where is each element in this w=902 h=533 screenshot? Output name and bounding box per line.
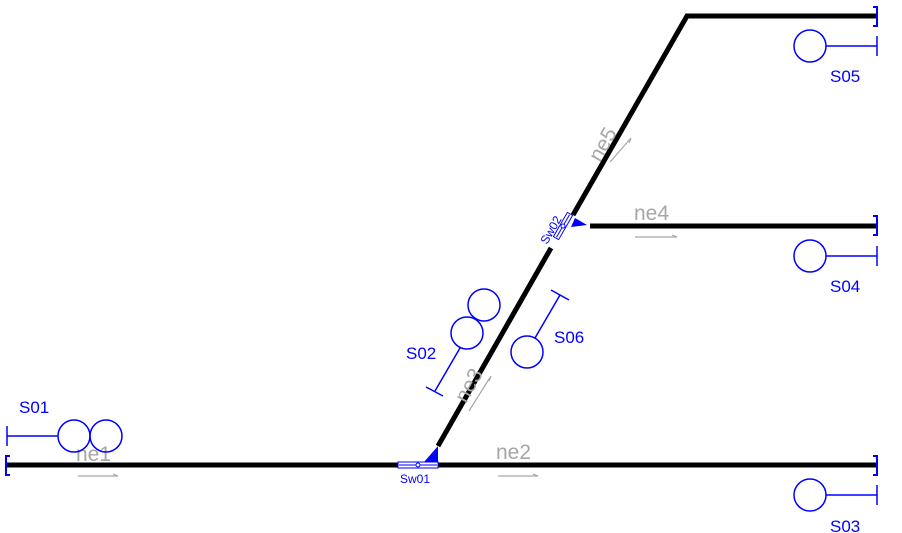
signal-s01[interactable] xyxy=(6,419,123,453)
signal-icon xyxy=(793,29,827,63)
direction-arrow-ne5 xyxy=(609,137,632,163)
signal-icon xyxy=(793,478,827,512)
signal-s06[interactable] xyxy=(510,289,570,369)
direction-arrows xyxy=(78,137,678,477)
switch-sw01-direction-icon xyxy=(424,446,438,462)
switch-sw02-direction-icon xyxy=(571,218,587,227)
signal-icon xyxy=(57,419,91,453)
buffer-left-ne1 xyxy=(5,455,10,476)
signal-icon xyxy=(450,316,484,350)
signal-s02-post xyxy=(434,347,461,392)
direction-arrow-ne3 xyxy=(468,375,492,412)
signal-label-s03: S03 xyxy=(830,517,860,533)
signal-icon xyxy=(793,239,827,273)
switch-sw01-pivot xyxy=(415,462,421,468)
signal-s03[interactable] xyxy=(793,478,878,512)
signal-label-s04: S04 xyxy=(830,277,860,296)
signal-s02-base xyxy=(425,386,444,397)
direction-arrow-ne4 xyxy=(635,234,678,238)
switch-sw01[interactable]: Sw01 xyxy=(397,446,439,486)
signal-label-s02: S02 xyxy=(406,344,436,363)
signal-s06-base xyxy=(550,289,570,301)
signal-label-s06: S06 xyxy=(554,328,584,347)
signal-s02[interactable] xyxy=(425,288,501,397)
signal-label-s01: S01 xyxy=(19,398,49,417)
buffer-right-ne5 xyxy=(873,6,878,27)
switch-sw01-label: Sw01 xyxy=(400,472,430,486)
track-ne3[interactable] xyxy=(435,246,554,448)
signal-s06-post xyxy=(534,294,561,339)
switch-sw02[interactable]: Sw02 xyxy=(537,211,587,247)
signal-s04[interactable] xyxy=(793,239,878,273)
signal-s05[interactable] xyxy=(793,29,878,63)
track-end-buffers xyxy=(5,6,878,476)
signal-label-s05: S05 xyxy=(830,67,860,86)
track-label-ne5: ne5 xyxy=(584,124,621,166)
track-label-ne4: ne4 xyxy=(634,202,669,225)
track-ne5[interactable] xyxy=(570,13,877,217)
signal-icon xyxy=(510,335,544,369)
direction-arrow-ne1 xyxy=(78,473,119,477)
buffer-right-ne4 xyxy=(873,215,878,236)
signal-icon xyxy=(89,419,123,453)
track-edges xyxy=(7,13,877,468)
signal-icon xyxy=(467,288,501,322)
track-label-ne2: ne2 xyxy=(496,441,531,464)
switch-sw02-pivot xyxy=(560,223,566,229)
direction-arrow-ne2 xyxy=(498,473,539,477)
buffer-right-ne2 xyxy=(873,455,878,476)
